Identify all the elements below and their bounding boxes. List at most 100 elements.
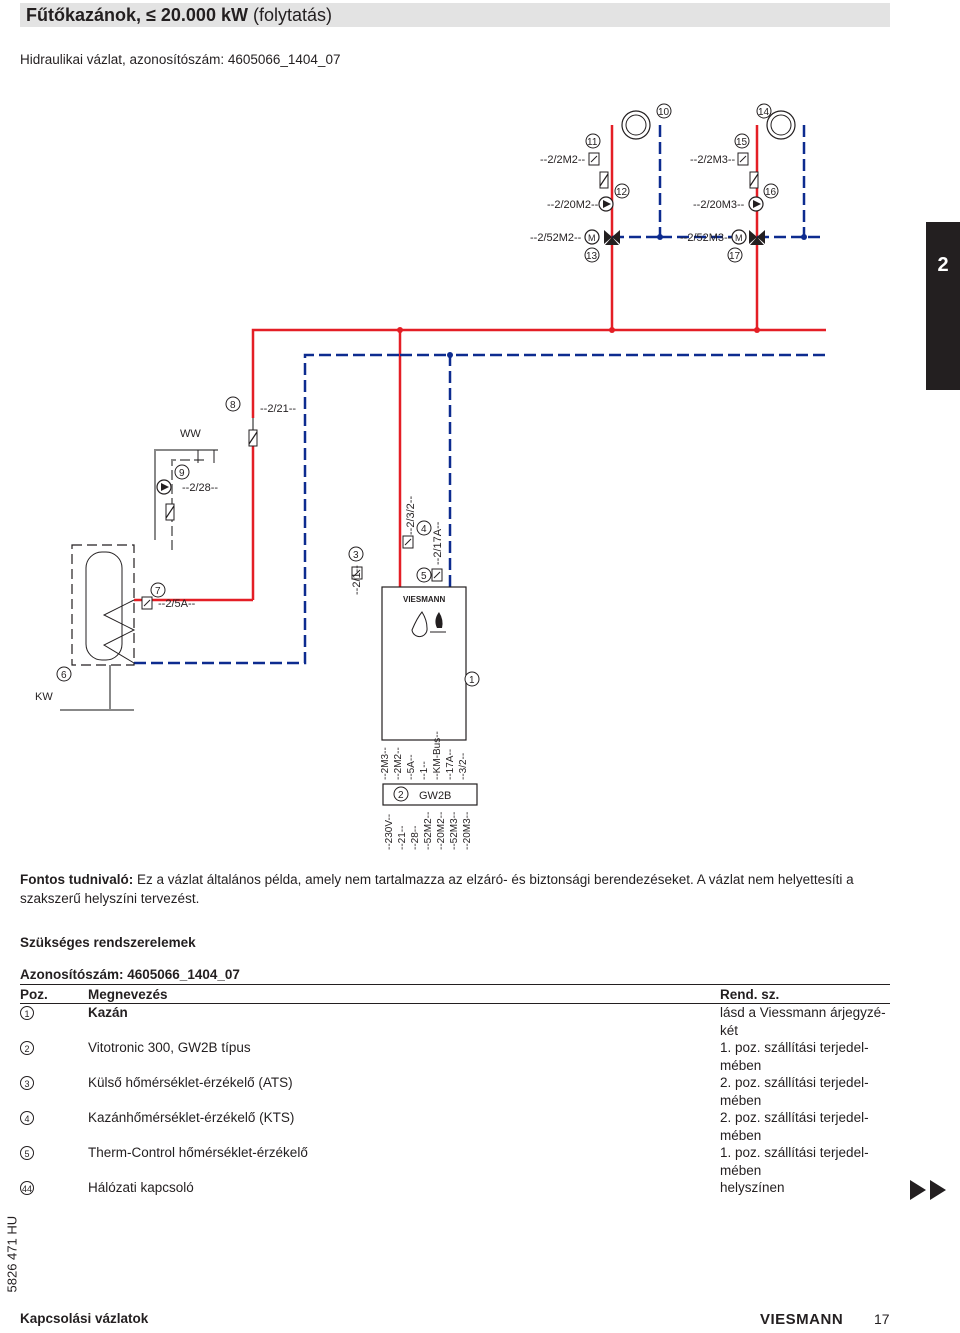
- callout-4: 4: [416, 520, 432, 536]
- svg-text:--20M3--: --20M3--: [462, 812, 473, 850]
- svg-text:--230V--: --230V--: [384, 814, 395, 850]
- mixer-motor-13-icon: [584, 229, 600, 245]
- note-label: Fontos tudnivaló:: [20, 872, 134, 887]
- table-row: 5 Therm-Control hőmérséklet-érzékelő 1. …: [20, 1144, 890, 1179]
- ww-label: WW: [180, 428, 201, 440]
- part-name: Therm-Control hőmérséklet-érzékelő: [88, 1145, 308, 1160]
- callout-17: 17: [727, 247, 743, 263]
- callout-3: 3: [348, 546, 364, 562]
- outdoor-sensor-label: --2/1--: [351, 565, 363, 595]
- table-row: 2 Vitotronic 300, GW2B típus 1. poz. szá…: [20, 1039, 890, 1074]
- main-return-line: [448, 353, 826, 587]
- pos-badge: 3: [20, 1076, 34, 1091]
- header-name: Megnevezés: [88, 987, 168, 1002]
- header-order: Rend. sz.: [720, 987, 780, 1002]
- svg-text:4: 4: [421, 524, 427, 535]
- part-order: lásd a Viessmann árjegyzé- két: [720, 1005, 886, 1038]
- part-name: Kazán: [88, 1005, 128, 1020]
- circuit-2-mixer-label: --2/52M3--: [680, 232, 732, 244]
- callout-8: 8: [225, 396, 241, 412]
- callout-11: 11: [585, 133, 601, 149]
- part-name: Vitotronic 300, GW2B típus: [88, 1040, 251, 1055]
- table-row: 4 Kazánhőmérséklet-érzékelő (KTS) 2. poz…: [20, 1109, 890, 1144]
- page-title-suffix: (folytatás): [252, 5, 332, 25]
- svg-text:--5A--: --5A--: [406, 754, 417, 780]
- callout-15: 15: [734, 133, 750, 149]
- svg-text:11: 11: [587, 137, 598, 148]
- part-name: Kazánhőmérséklet-érzékelő (KTS): [88, 1110, 295, 1125]
- next-page-arrows-icon[interactable]: [910, 1180, 948, 1200]
- svg-text:12: 12: [616, 187, 628, 198]
- parts-table-header: Poz. Megnevezés Rend. sz.: [20, 985, 890, 1004]
- svg-text:7: 7: [155, 586, 161, 597]
- svg-text:VIESMANN: VIESMANN: [760, 1311, 843, 1328]
- svg-text:--2M2--: --2M2--: [393, 747, 404, 780]
- svg-text:14: 14: [758, 107, 770, 118]
- mixer-motor-17-icon: [731, 229, 747, 245]
- part-order: 1. poz. szállítási terjedel- mében: [720, 1040, 869, 1073]
- callout-7: 7: [150, 582, 166, 598]
- callout-9: 9: [174, 464, 190, 480]
- dhw-pump-label: --2/28--: [182, 482, 218, 494]
- svg-text:--52M3--: --52M3--: [449, 812, 460, 850]
- callout-12: 12: [614, 183, 630, 199]
- circuit-1-sensor-label: --2/2M2--: [540, 154, 586, 166]
- svg-text:9: 9: [179, 468, 185, 479]
- boiler-icon: [381, 586, 467, 741]
- svg-text:--3/2--: --3/2--: [458, 753, 469, 780]
- circuit-2-pump-label: --2/20M3--: [693, 199, 745, 211]
- callout-10: 10: [656, 103, 672, 119]
- svg-text:--2M3--: --2M3--: [380, 747, 391, 780]
- controller-terminals-bottom: --230V-- --21-- --28-- --52M2-- --20M2--…: [384, 812, 473, 850]
- svg-text:17: 17: [729, 251, 741, 262]
- flame-icon: [435, 612, 443, 628]
- svg-text:8: 8: [230, 400, 236, 411]
- part-order: 1. poz. szállítási terjedel- mében: [720, 1145, 869, 1178]
- heating-circuit-2: M --2/2M3-- --2/20M3-- --2/52M3--: [660, 110, 822, 333]
- svg-text:1: 1: [469, 675, 475, 686]
- circuit-1-pump-label: --2/20M2--: [547, 199, 599, 211]
- parts-id-line: Azonosítószám: 4605066_1404_07: [20, 967, 890, 985]
- pos-badge: 44: [20, 1181, 34, 1196]
- callout-5: 5: [416, 567, 432, 583]
- table-row: 3 Külső hőmérséklet-érzékelő (ATS) 2. po…: [20, 1074, 890, 1109]
- svg-text:--KM-Bus--: --KM-Bus--: [432, 731, 443, 780]
- diagram-subtitle: Hidraulikai vázlat, azonosítószám: 46050…: [20, 52, 341, 67]
- parts-table: Azonosítószám: 4605066_1404_07 Poz. Megn…: [20, 967, 890, 1197]
- page-title-main: Fűtőkazánok, ≤ 20.000 kW: [26, 5, 248, 25]
- pos-badge: 2: [20, 1041, 34, 1056]
- motor-label: M: [735, 233, 743, 243]
- svg-text:--28--: --28--: [410, 826, 421, 850]
- svg-text:6: 6: [61, 670, 67, 681]
- page-number: 17: [874, 1311, 890, 1327]
- table-row: 1 Kazán lásd a Viessmann árjegyzé- két: [20, 1004, 890, 1039]
- viessmann-logo: VIESMANN: [760, 1311, 843, 1328]
- svg-text:13: 13: [586, 251, 598, 262]
- main-flow-line: [398, 328, 826, 587]
- part-order: 2. poz. szállítási terjedel- mében: [720, 1075, 869, 1108]
- note-text: Ez a vázlat általános példa, amely nem t…: [20, 872, 854, 906]
- svg-text:--20M2--: --20M2--: [436, 812, 447, 850]
- chapter-tab[interactable]: 2: [926, 222, 960, 390]
- svg-text:2: 2: [398, 790, 404, 801]
- callout-1: 1: [464, 671, 480, 687]
- header-pos: Poz.: [20, 987, 48, 1002]
- circuit-2-sensor-label: --2/2M3--: [690, 154, 736, 166]
- boiler-temp-label: --2/3/2--: [405, 496, 417, 535]
- callout-14: 14: [756, 103, 772, 119]
- therm-control-label: --2/17A--: [432, 521, 444, 565]
- boiler-brand: VIESMANN: [403, 595, 445, 604]
- callout-13: 13: [584, 247, 600, 263]
- svg-text:--52M2--: --52M2--: [423, 812, 434, 850]
- heating-circuit-1: M --2/2M2-- --2/20M2-- --2/52M2--: [530, 110, 663, 333]
- svg-text:--17A--: --17A--: [445, 749, 456, 780]
- footer-section-name: Kapcsolási vázlatok: [20, 1311, 149, 1326]
- circuit-1-mixer-label: --2/52M2--: [530, 232, 582, 244]
- controller-label: GW2B: [419, 790, 451, 802]
- svg-text:10: 10: [658, 107, 670, 118]
- pos-badge: 4: [20, 1111, 34, 1126]
- important-note: Fontos tudnivaló: Ez a vázlat általános …: [20, 870, 890, 908]
- page-title: Fűtőkazánok, ≤ 20.000 kW (folytatás): [20, 3, 890, 27]
- svg-text:3: 3: [353, 550, 359, 561]
- hydraulic-diagram: M --2/2M2-- --2/20M2-- --2/52M2-- M --2/…: [35, 103, 826, 850]
